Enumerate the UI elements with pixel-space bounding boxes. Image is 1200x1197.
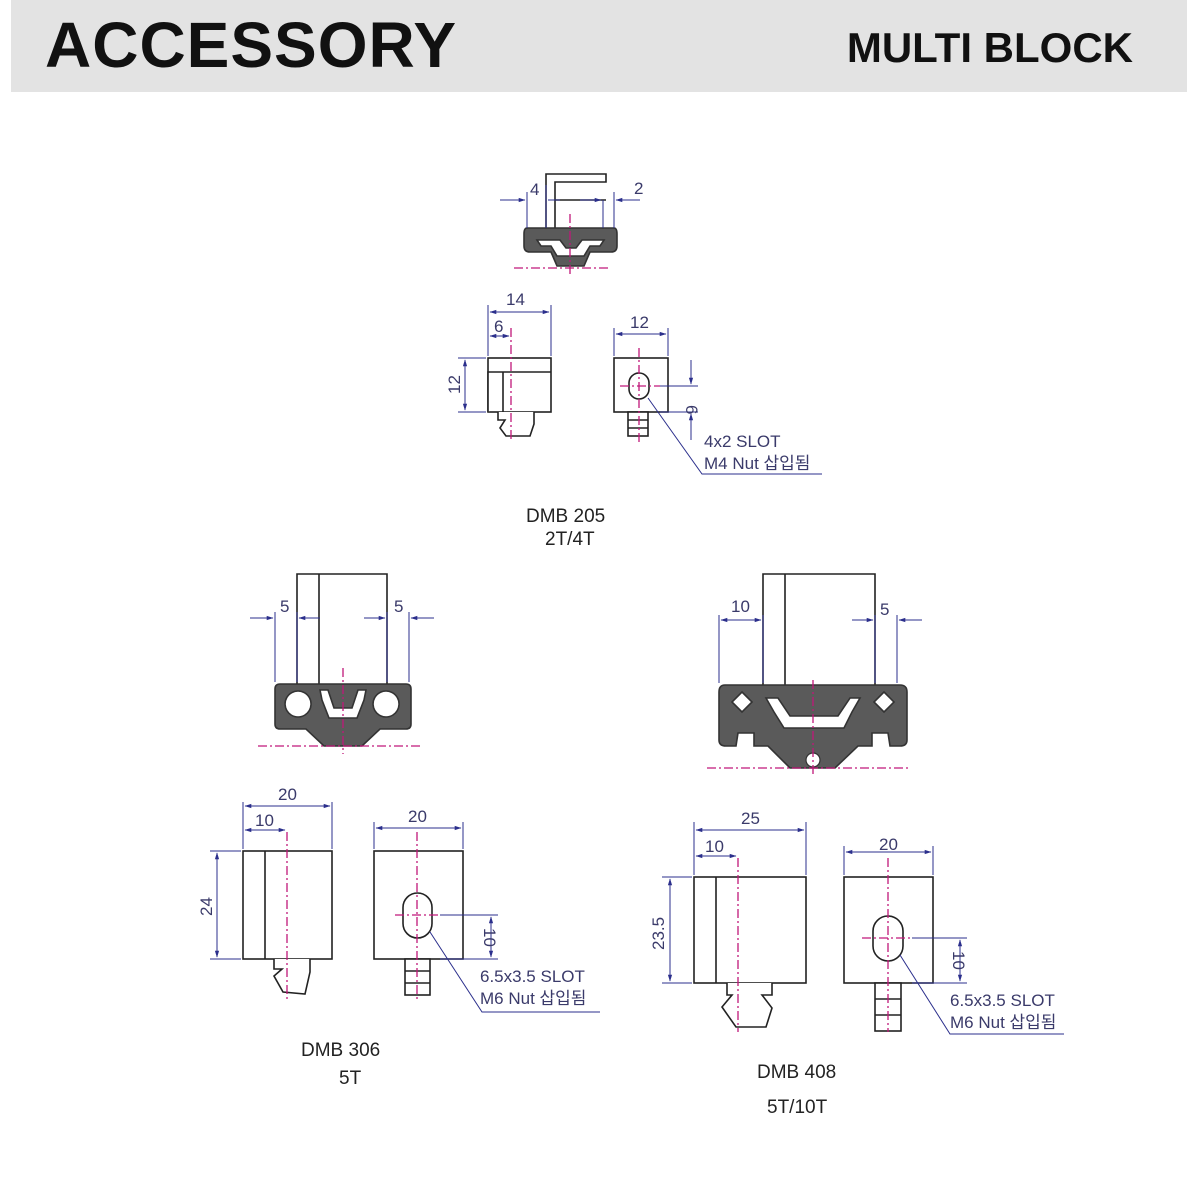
dmb205-model-label: DMB 205 <box>526 506 605 527</box>
dmb306-front-view: 20 10 6.5x3.5 SLOT M6 Nut 삽입됨 <box>373 807 600 1013</box>
dmb205-top-view: 4 2 <box>500 173 643 277</box>
dmb408-model-label: DMB 408 <box>757 1062 836 1083</box>
dmb306-top-view: 5 5 <box>250 573 434 754</box>
dmb205-dim-top-right: 2 <box>634 179 643 198</box>
dmb408-thickness-label: 5T/10T <box>767 1097 828 1118</box>
dmb205-front-view: 12 6 4x2 SLOT M4 Nut 삽입됨 <box>613 313 822 475</box>
dmb408-dim-slot-offset: 10 <box>949 951 968 970</box>
dmb408-slot-note-line1: 6.5x3.5 SLOT <box>950 991 1055 1010</box>
dmb306-slot-note-line1: 6.5x3.5 SLOT <box>480 967 585 986</box>
dmb408-side-view: 25 10 23.5 <box>649 809 807 1032</box>
dmb205-dim-top-left: 4 <box>530 180 539 199</box>
dmb306-dim-offset: 10 <box>255 811 274 830</box>
dmb205-dim-width: 14 <box>506 290 525 309</box>
dmb408-front-view: 20 10 6.5x3.5 SLOT M6 Nut 삽입됨 <box>843 835 1064 1035</box>
dmb408-dim-top-left: 10 <box>731 597 750 616</box>
dmb306-model-label: DMB 306 <box>301 1040 380 1061</box>
page-header: ACCESSORY MULTI BLOCK <box>11 0 1187 92</box>
dmb205-side-view: 14 6 12 <box>445 290 552 442</box>
dmb408-dim-height: 23.5 <box>649 917 668 950</box>
dmb306-dim-top-right: 5 <box>394 597 403 616</box>
dmb408-dim-top-right: 5 <box>880 600 889 619</box>
dmb306-dim-slot-offset: 10 <box>480 928 499 947</box>
dmb205-thickness-label: 2T/4T <box>545 529 595 550</box>
dmb205-dim-height: 12 <box>445 375 464 394</box>
dmb306-side-view: 20 10 24 <box>197 785 333 1000</box>
dmb205-slot-note-line1: 4x2 SLOT <box>704 432 781 451</box>
dmb205-dim-slot-offset: 6 <box>682 405 701 414</box>
dmb408-top-view: 10 5 <box>707 573 922 774</box>
dmb306-slot-note-line2: M6 Nut 삽입됨 <box>480 989 586 1008</box>
dmb408-dim-width: 25 <box>741 809 760 828</box>
dmb408-dim-offset: 10 <box>705 837 724 856</box>
dmb306-dim-top-left: 5 <box>280 597 289 616</box>
dmb306-dim-width: 20 <box>278 785 297 804</box>
dmb408-dim-front-width: 20 <box>879 835 898 854</box>
dmb205-slot-note-line2: M4 Nut 삽입됨 <box>704 454 810 473</box>
dmb205-dim-offset: 6 <box>494 317 503 336</box>
page-title: ACCESSORY <box>45 9 458 81</box>
dmb306-thickness-label: 5T <box>339 1068 362 1089</box>
dmb205-dim-front-width: 12 <box>630 313 649 332</box>
product-title: MULTI BLOCK <box>846 24 1133 71</box>
dmb408-slot-note-line2: M6 Nut 삽입됨 <box>950 1013 1056 1032</box>
dmb306-dim-height: 24 <box>197 897 216 916</box>
dmb306-dim-front-width: 20 <box>408 807 427 826</box>
